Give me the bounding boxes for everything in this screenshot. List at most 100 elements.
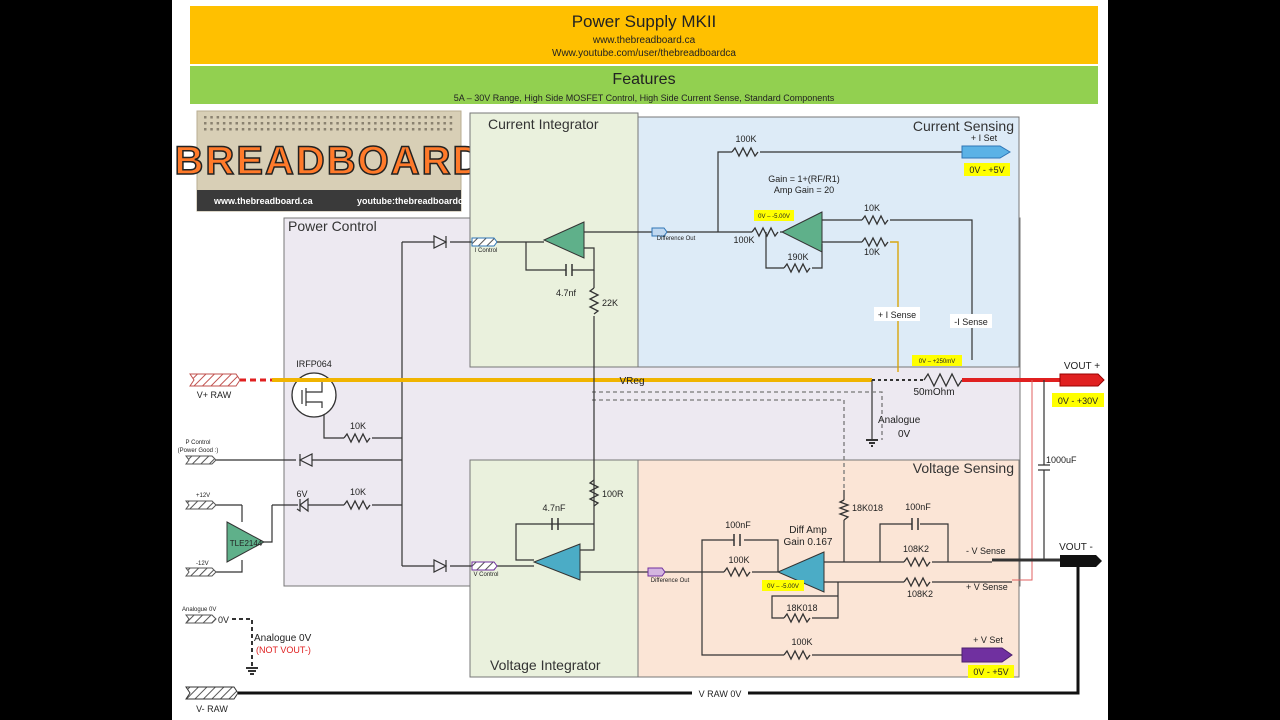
resistor-22k — [588, 287, 600, 315]
features-text: 5A – 30V Range, High Side MOSFET Control… — [454, 93, 835, 103]
breadboard-hole — [386, 122, 390, 125]
breadboard-hole — [342, 128, 346, 131]
pcontrol-connector[interactable] — [185, 455, 217, 465]
resistor-100k-in — [751, 226, 779, 238]
vout-minus-label: VOUT - — [1059, 542, 1093, 553]
breadboard-hole — [424, 128, 427, 131]
vout-minus-connector[interactable] — [1060, 555, 1102, 567]
breadboard-hole — [267, 122, 270, 125]
amp-gain: Amp Gain = 20 — [774, 185, 834, 195]
breadboard-hole — [430, 122, 434, 125]
breadboard-hole — [248, 128, 251, 131]
breadboard-hole — [216, 128, 220, 131]
breadboard-hole — [298, 122, 301, 125]
zener-diode-icon — [296, 497, 309, 513]
breadboard-hole — [374, 116, 377, 119]
vminus-raw-label: V- RAW — [196, 704, 228, 714]
resistor-18k018-bottom — [783, 612, 811, 624]
breadboard-hole — [229, 128, 232, 131]
voltage-integrator-opamp-icon — [532, 543, 581, 581]
plus-isense-wire — [890, 241, 899, 372]
breadboard-hole — [210, 128, 213, 131]
i-control-connector[interactable] — [471, 237, 498, 247]
v-control-connector[interactable] — [471, 561, 498, 571]
diode-bottom-icon — [433, 559, 448, 573]
breadboard-hole — [292, 128, 295, 131]
features-banner — [190, 66, 1098, 104]
resistor-100k-top — [731, 146, 759, 158]
vout-plus-label: VOUT + — [1064, 361, 1100, 372]
v-raw-0v-label-bg — [692, 687, 748, 699]
breadboard-hole — [304, 128, 308, 131]
breadboard-hole — [235, 116, 238, 119]
iset-range-box — [964, 163, 1010, 176]
breadboard-hole — [279, 128, 283, 131]
resistor-18k018-top — [838, 499, 850, 521]
breadboard-hole — [430, 128, 434, 131]
cap-100nf-right-wire — [879, 523, 949, 562]
analogue-0v-connector[interactable] — [185, 614, 217, 624]
breadboard-hole — [222, 128, 226, 131]
current-sense-opamp-wires — [765, 219, 973, 372]
voltage-sensing-title: Voltage Sensing — [913, 460, 1014, 476]
breadboard-hole — [380, 116, 383, 119]
website-url[interactable]: www.thebreadboard.ca — [592, 35, 696, 46]
power-control-title: Power Control — [288, 218, 377, 234]
r190k-label: 190K — [787, 252, 808, 262]
breadboard-hole — [380, 128, 383, 131]
vsense-plus-red-wire — [1012, 380, 1033, 581]
breadboard-hole — [254, 128, 257, 131]
difference-out-connector-current[interactable] — [651, 227, 668, 237]
cap-100nf-right-label: 100nF — [905, 502, 931, 512]
logo-caption-left: www.thebreadboard.ca — [213, 196, 314, 206]
breadboard-hole — [267, 116, 270, 119]
breadboard-hole — [336, 116, 339, 119]
vplus-raw-connector[interactable] — [189, 373, 241, 387]
iset-label: + I Set — [971, 133, 998, 143]
cap-100nf-left-label: 100nF — [725, 520, 751, 530]
r10k-gate-label: 10K — [350, 421, 366, 431]
voltage-sense-opamp-wires — [771, 490, 1012, 619]
breadboard-hole — [330, 122, 333, 125]
breadboard-hole — [204, 122, 207, 125]
shunt-resistor — [923, 372, 963, 388]
vout-plus-connector[interactable] — [1059, 373, 1105, 387]
breadboard-hole — [405, 122, 409, 125]
breadboard-hole — [348, 128, 352, 131]
plus12v-connector[interactable] — [185, 500, 217, 510]
voltage-sensing-box — [637, 459, 1020, 678]
breadboard-hole — [298, 128, 301, 131]
breadboard-hole — [285, 128, 289, 131]
schematic-sheet: Power Supply MKII www.thebreadboard.ca W… — [172, 0, 1108, 720]
breadboard-hole — [323, 116, 327, 119]
minus12v-label: -12V — [196, 561, 209, 567]
breadboard-hole — [292, 116, 295, 119]
breadboard-hole — [386, 128, 390, 131]
current-sense-opamp-icon — [780, 211, 823, 253]
breadboard-hole — [411, 128, 415, 131]
breadboard-hole — [254, 122, 257, 125]
mosfet-symbol-lines — [301, 380, 323, 408]
vminus-raw-connector[interactable] — [185, 686, 239, 700]
breadboard-hole — [348, 122, 352, 125]
resistor-10k-bottom — [861, 236, 889, 248]
breadboard-hole — [323, 128, 327, 131]
difference-out-connector-voltage[interactable] — [647, 567, 666, 577]
breadboard-hole — [248, 116, 251, 119]
voltage-integrator-top-wires — [515, 500, 595, 561]
minus12v-connector[interactable] — [185, 567, 217, 577]
breadboard-hole — [386, 116, 390, 119]
breadboard-hole — [336, 128, 339, 131]
r100k-in-label: 100K — [733, 235, 754, 245]
breadboard-hole — [405, 116, 409, 119]
vset-connector[interactable] — [961, 647, 1013, 663]
cap-4n7-current-icon — [565, 264, 573, 276]
youtube-url[interactable]: Www.youtube.com/user/thebreadboardca — [552, 48, 736, 59]
breadboard-hole — [298, 116, 301, 119]
iset-connector[interactable] — [961, 145, 1011, 159]
diff-amp-label: Diff Amp — [789, 525, 827, 536]
breadboard-hole — [241, 116, 245, 119]
v-control-label: V Control — [473, 572, 498, 578]
breadboard-hole — [241, 122, 245, 125]
vplus-raw-label: V+ RAW — [197, 390, 232, 400]
